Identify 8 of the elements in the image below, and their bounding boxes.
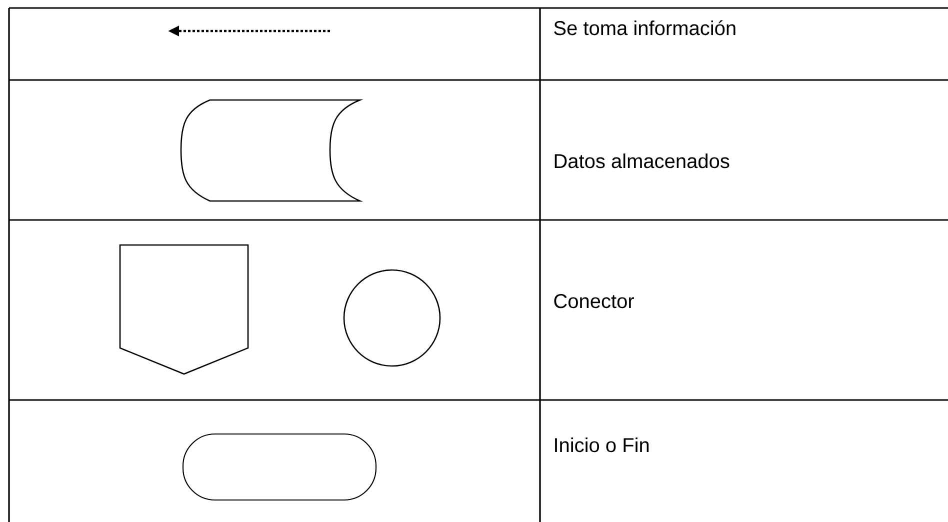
terminator-symbol [182, 433, 377, 501]
data-storage-symbol [180, 99, 361, 202]
off-page-connector-symbol [119, 244, 249, 375]
symbol-label: Conector [554, 294, 634, 308]
symbol-label: Inicio o Fin [555, 438, 649, 452]
connector-circle-symbol [343, 269, 441, 367]
symbol-label: Se toma información [554, 20, 736, 36]
symbol-label: Datos almacenados [554, 154, 730, 168]
